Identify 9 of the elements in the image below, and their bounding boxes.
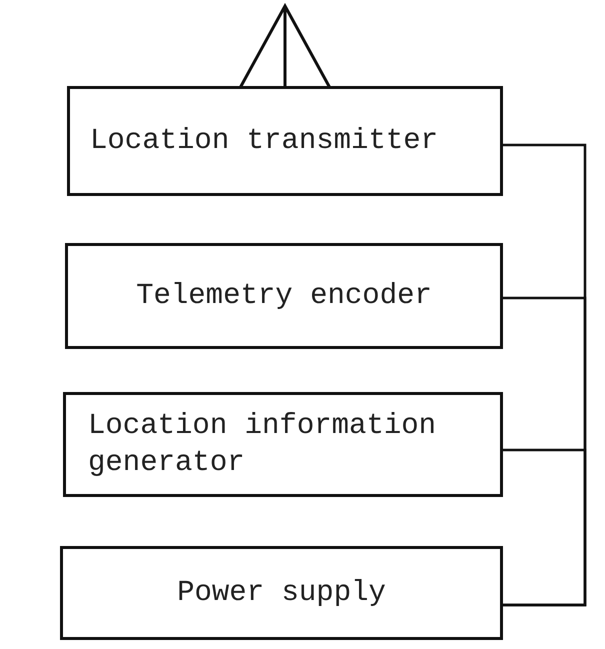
block-label: Telemetry encoder xyxy=(136,278,432,314)
block-box xyxy=(65,243,503,349)
connector-line xyxy=(503,448,586,606)
block-label: Location transmitter xyxy=(90,122,438,159)
block-box xyxy=(67,86,503,196)
block-label: Power supply xyxy=(177,574,386,611)
block-box xyxy=(63,392,503,497)
block-box xyxy=(60,546,503,640)
block-label: Location information generator xyxy=(88,408,438,480)
